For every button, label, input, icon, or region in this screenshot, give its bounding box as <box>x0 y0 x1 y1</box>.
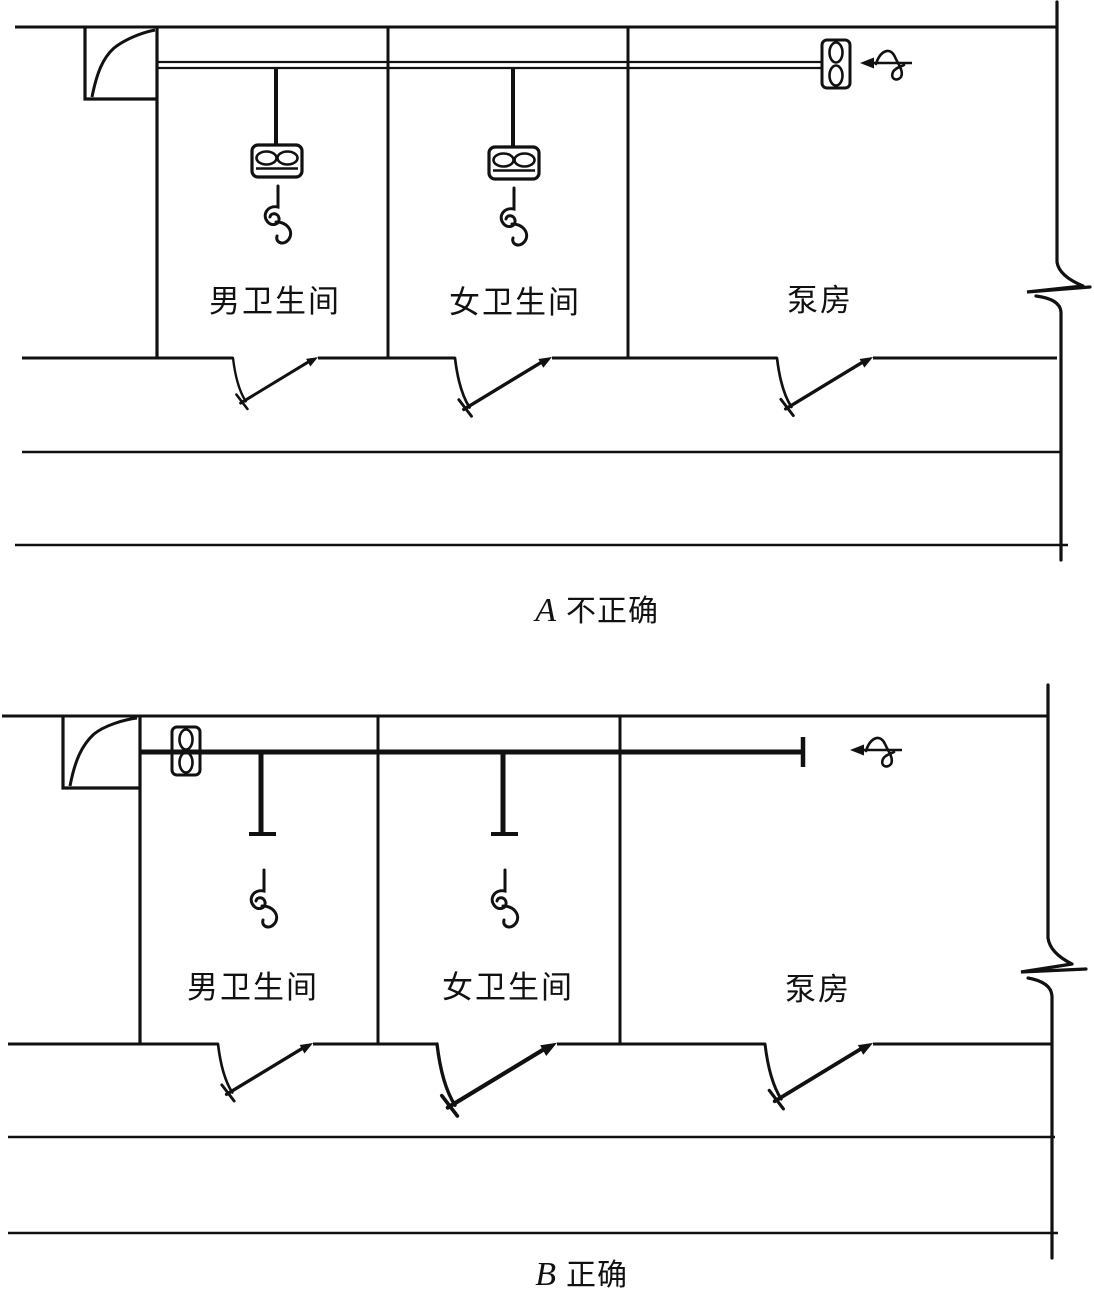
room-label-pump: 泵房 <box>785 972 851 1007</box>
diagram-b: 男卫生间 女卫生间 泵房 B 正确 <box>2 683 1088 1289</box>
ceiling-fan-icon <box>487 145 541 181</box>
door-swing-men <box>216 1041 315 1103</box>
room-label-pump: 泵房 <box>787 283 853 318</box>
hanger-hook-icon <box>499 186 529 247</box>
inline-fan-icon <box>820 38 852 90</box>
hanger-hook-icon <box>263 184 293 245</box>
exhaust-duct <box>157 60 822 70</box>
hanger-hook-icon <box>490 868 520 929</box>
caption-a: A 不正确 <box>533 592 659 629</box>
caption-b-text: 正确 <box>566 1259 628 1289</box>
ceiling-fan-icon <box>250 143 304 179</box>
wall-break-symbol <box>1026 0 1092 562</box>
door-swing-men <box>231 355 320 411</box>
door-swing-women <box>453 355 554 418</box>
caption-b-letter: B <box>535 1256 556 1289</box>
wall-break-symbol <box>1020 683 1088 1260</box>
beam-bracket <box>83 28 157 101</box>
diagram-a: 男卫生间 女卫生间 泵房 A 不正确 <box>15 0 1092 629</box>
room-label-men: 男卫生间 <box>209 284 341 319</box>
airflow-arrow-icon <box>848 736 904 768</box>
caption-a-letter: A <box>533 592 556 629</box>
caption-a-text: 不正确 <box>566 595 659 628</box>
caption-b: B 正确 <box>535 1256 628 1289</box>
door-swing-pump <box>763 1041 875 1111</box>
hanger-hook-icon <box>249 868 279 929</box>
door-swing-women <box>437 1043 557 1116</box>
exhaust-duct <box>140 737 806 767</box>
room-label-men: 男卫生间 <box>187 970 319 1005</box>
beam-bracket <box>61 716 140 790</box>
room-label-women: 女卫生间 <box>442 970 574 1005</box>
room-label-women: 女卫生间 <box>449 285 581 320</box>
airflow-arrow-icon <box>858 49 914 81</box>
door-swing-pump <box>775 355 875 418</box>
